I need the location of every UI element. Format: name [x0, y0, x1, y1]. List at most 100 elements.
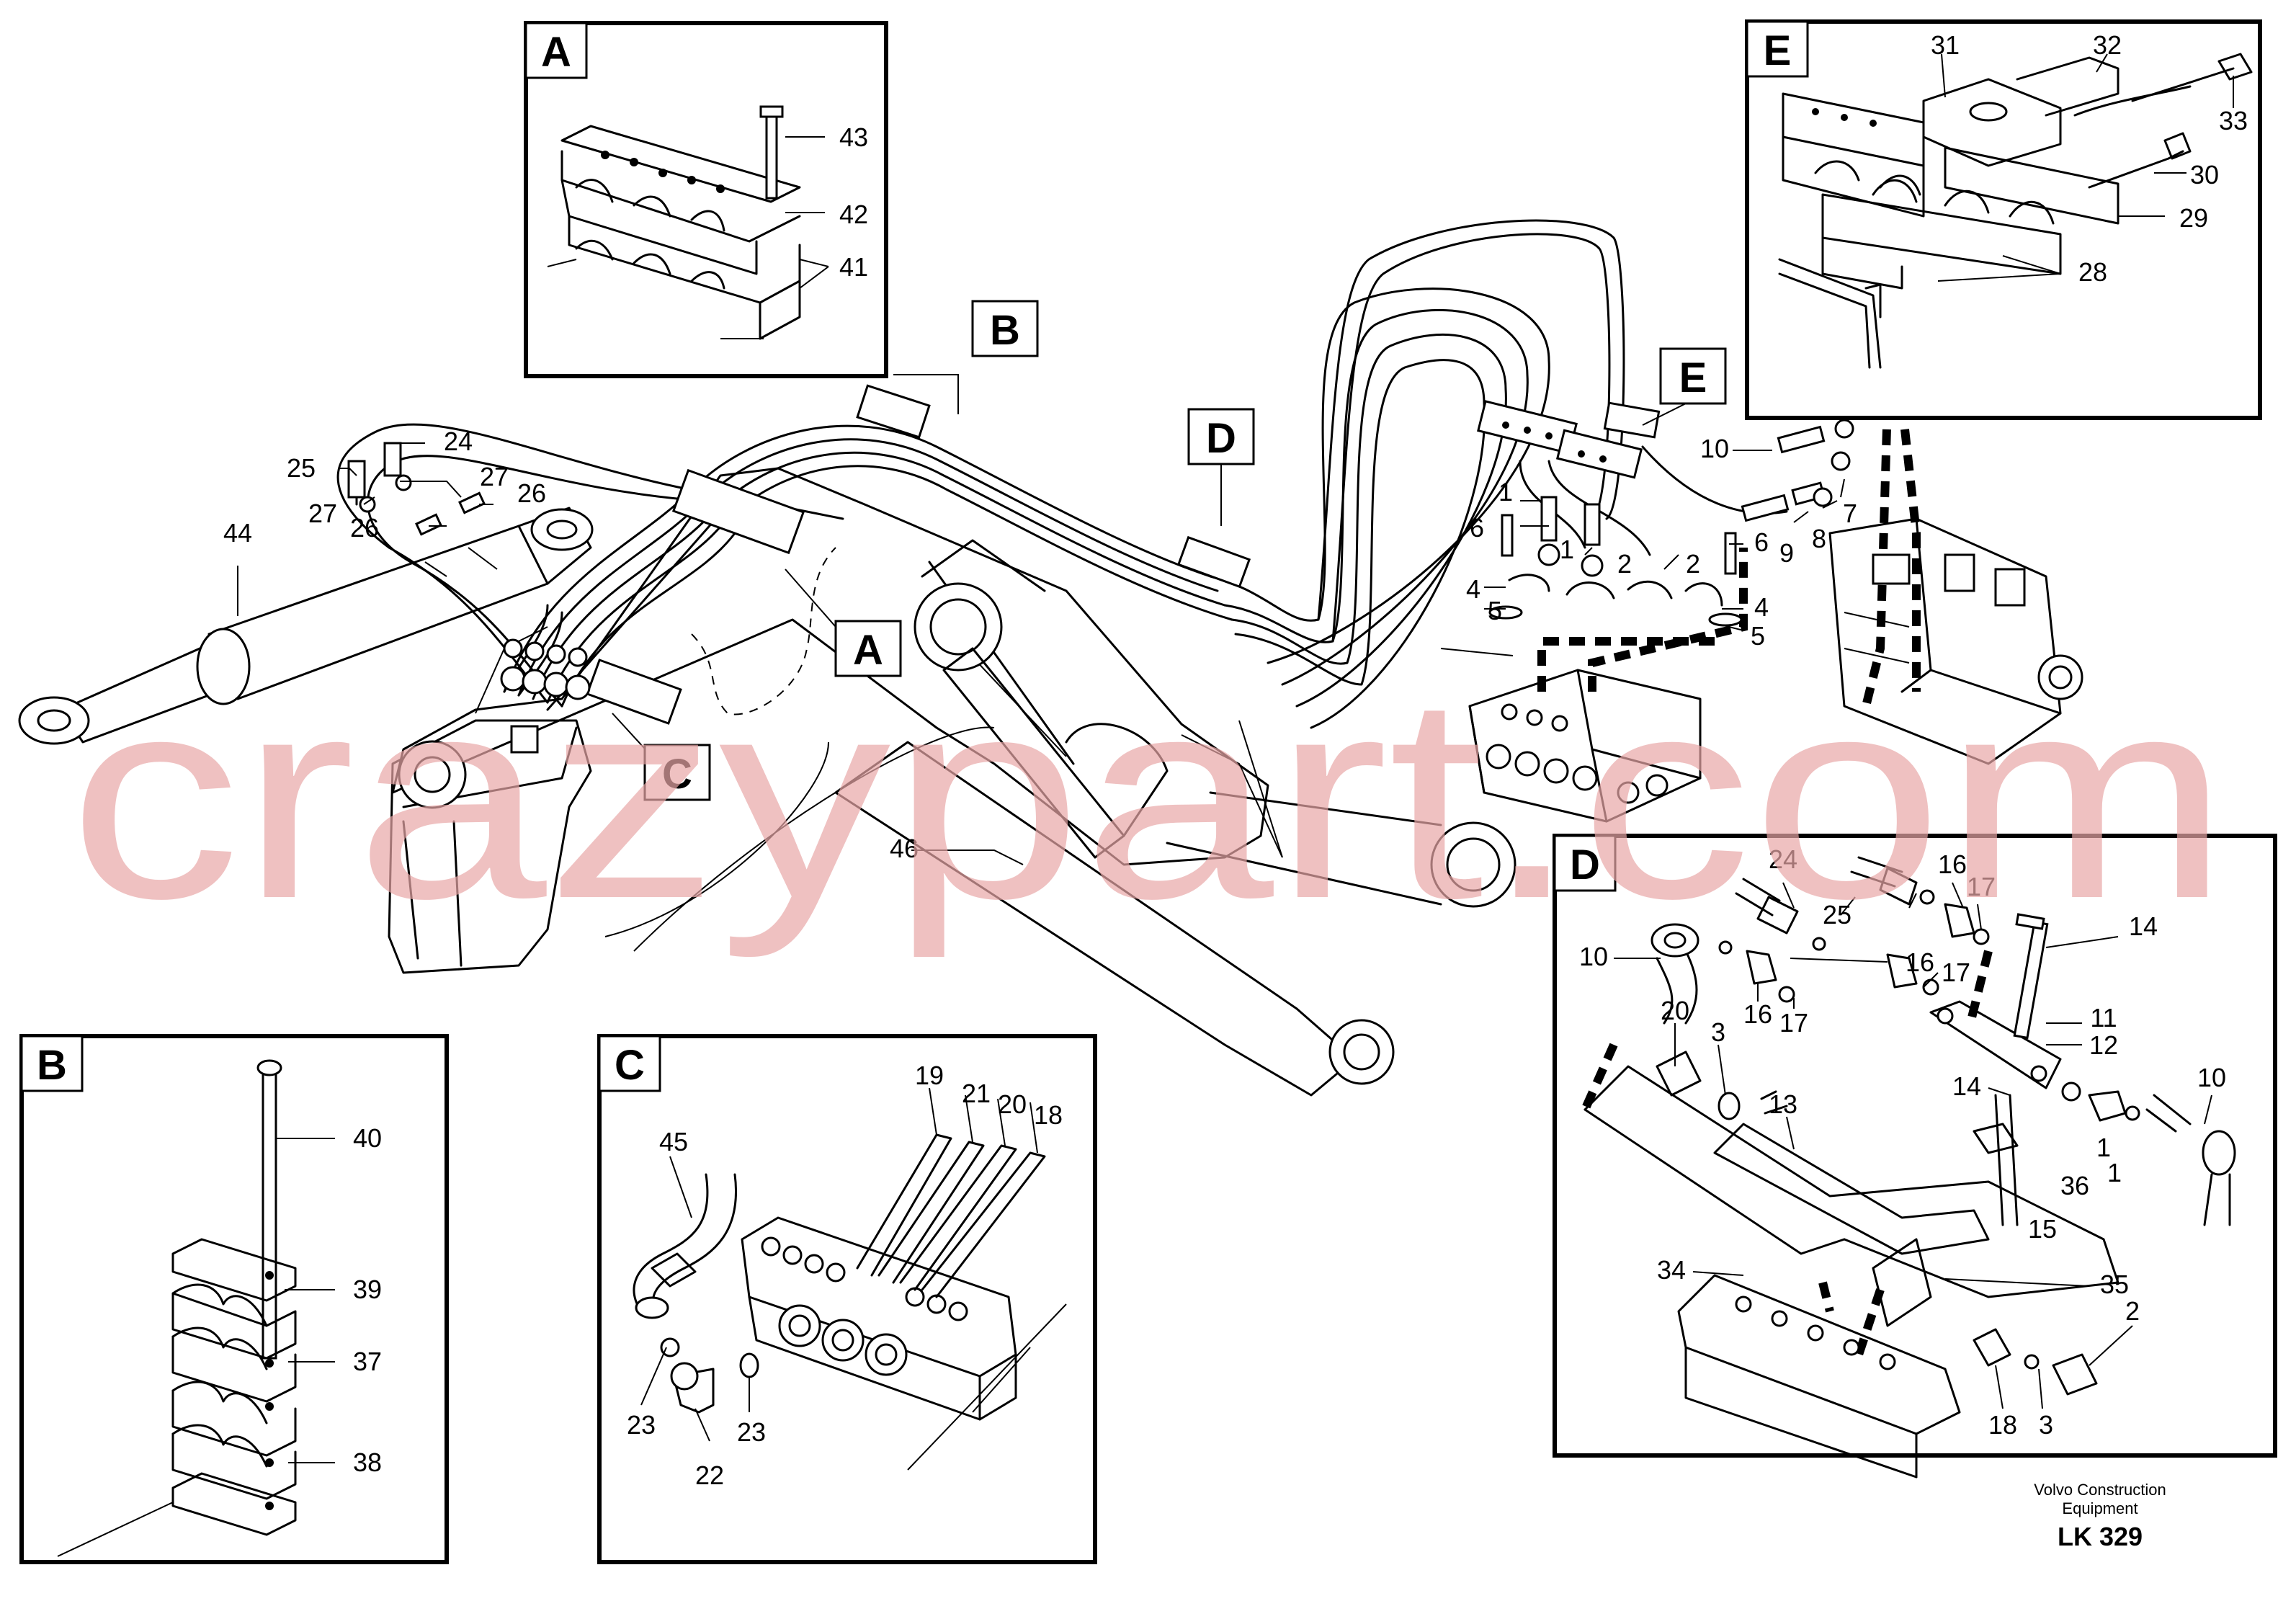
label-2-right: 2 [1686, 549, 1700, 579]
main-callouts: B A C D E [643, 300, 1727, 801]
detail-e: E 31 32 33 30 29 28 [1745, 19, 2262, 420]
label-6-left: 6 [1470, 513, 1484, 543]
label-4-right: 4 [1754, 592, 1769, 622]
detail-a-frame [524, 21, 888, 378]
detail-a-letter: A [541, 29, 571, 76]
callout-letter-e: E [1679, 354, 1707, 401]
callout-letter-d: D [1206, 415, 1236, 462]
clamp-block-d [1176, 535, 1251, 589]
hidden-outline [691, 547, 836, 715]
callout-letter-b: B [990, 307, 1020, 354]
detail-b-label-37: 37 [353, 1347, 382, 1376]
detail-c-label-45: 45 [659, 1127, 688, 1156]
foot-fittings [500, 638, 591, 700]
label-25: 25 [287, 453, 316, 483]
detail-e-label-33: 33 [2219, 106, 2248, 135]
label-27-right: 27 [480, 462, 509, 491]
detail-b: B 40 39 37 38 [19, 1034, 449, 1564]
detail-a-label-41: 41 [839, 252, 868, 282]
footer-code: LK 329 [2058, 1522, 2143, 1551]
main-assembly [18, 219, 2083, 1097]
callout-box-b [971, 300, 1039, 357]
detail-c-label-21: 21 [962, 1079, 991, 1108]
boom [391, 467, 1516, 908]
detail-e-label-30: 30 [2190, 160, 2219, 189]
detail-e-label-29: 29 [2179, 203, 2208, 233]
control-valve [1440, 548, 1748, 823]
label-10: 10 [1700, 434, 1729, 463]
detail-a: A 43 42 41 [524, 21, 888, 378]
label-6-right: 6 [1754, 527, 1769, 557]
boom-foot [388, 719, 592, 974]
label-4-left: 4 [1466, 574, 1480, 604]
detail-d-label-1-upper: 1 [2096, 1133, 2111, 1162]
callout-letter-a: A [853, 627, 883, 674]
detail-d-label-18: 18 [1988, 1410, 2017, 1440]
detail-d-label-2: 2 [2125, 1296, 2140, 1326]
clamp-block-c [586, 659, 682, 725]
detail-d-label-17-low: 17 [1779, 1008, 1808, 1038]
detail-b-label-39: 39 [353, 1275, 382, 1304]
detail-c: C 19 21 20 18 [597, 1034, 1097, 1564]
watermark: crazypart.com [68, 636, 2230, 960]
label-24: 24 [444, 427, 473, 456]
left-cylinder [18, 507, 594, 745]
label-1-right: 1 [1560, 535, 1574, 564]
detail-b-label-38: 38 [353, 1448, 382, 1477]
detail-d-label-17-mid: 17 [1942, 958, 1970, 987]
detail-b-letter: B [37, 1042, 67, 1089]
detail-c-label-23-left: 23 [627, 1410, 656, 1440]
detail-d-label-13: 13 [1769, 1089, 1797, 1119]
detail-c-label-18: 18 [1034, 1100, 1063, 1130]
detail-d-label-17-top: 17 [1967, 872, 1996, 901]
detail-e-tag [1746, 20, 1809, 78]
footer: Volvo Construction Equipment LK 329 [2034, 1481, 2166, 1551]
detail-c-tag [598, 1035, 661, 1092]
detail-b-tag [20, 1035, 84, 1092]
footer-company-line1: Volvo Construction [2034, 1481, 2166, 1499]
detail-d-tag [1553, 834, 1617, 892]
label-7: 7 [1843, 499, 1857, 528]
label-1-left: 1 [1498, 477, 1513, 507]
clamp-block-b [856, 384, 931, 439]
detail-d-label-1-lower: 1 [2107, 1158, 2122, 1187]
detail-b-label-40: 40 [353, 1123, 382, 1153]
detail-d-label-15: 15 [2028, 1214, 2057, 1244]
detail-c-label-22: 22 [695, 1460, 724, 1490]
callout-box-a [834, 620, 902, 677]
pump-block [1828, 403, 2083, 765]
detail-d-letter: D [1570, 842, 1600, 888]
detail-d-label-34: 34 [1657, 1255, 1686, 1285]
detail-d-label-10-left: 10 [1579, 942, 1608, 971]
detail-d-label-16-mid: 16 [1906, 947, 1934, 977]
cylinder-fittings [347, 442, 486, 536]
valve-clamp [1477, 400, 1788, 556]
detail-d-label-14-top: 14 [2129, 911, 2158, 941]
detail-d-label-16-low: 16 [1743, 999, 1772, 1029]
callout-box-c [643, 744, 711, 801]
label-44: 44 [223, 518, 252, 548]
label-26-left: 26 [350, 513, 379, 543]
detail-d-label-10-right: 10 [2197, 1063, 2226, 1092]
label-9: 9 [1779, 538, 1794, 568]
label-5-left: 5 [1488, 596, 1502, 625]
detail-d-label-35: 35 [2100, 1270, 2129, 1299]
detail-d-label-20: 20 [1661, 996, 1689, 1025]
detail-e-letter: E [1764, 27, 1792, 74]
detail-c-label-23-right: 23 [737, 1417, 766, 1447]
hose-bundle [336, 219, 1625, 729]
clamp-block-a [671, 468, 805, 555]
label-8: 8 [1812, 524, 1826, 553]
label-2-left: 2 [1617, 549, 1632, 579]
callout-box-e [1659, 347, 1727, 405]
detail-d-label-14-mid: 14 [1952, 1071, 1981, 1101]
footer-company-line2: Equipment [2062, 1499, 2138, 1517]
detail-b-frame [19, 1034, 449, 1564]
detail-e-label-32: 32 [2093, 30, 2122, 60]
detail-d-label-3-top: 3 [1711, 1017, 1725, 1047]
label-46: 46 [890, 834, 919, 863]
detail-c-frame [597, 1034, 1097, 1564]
detail-d-label-16-top: 16 [1938, 849, 1967, 879]
detail-e-label-28: 28 [2078, 257, 2107, 287]
